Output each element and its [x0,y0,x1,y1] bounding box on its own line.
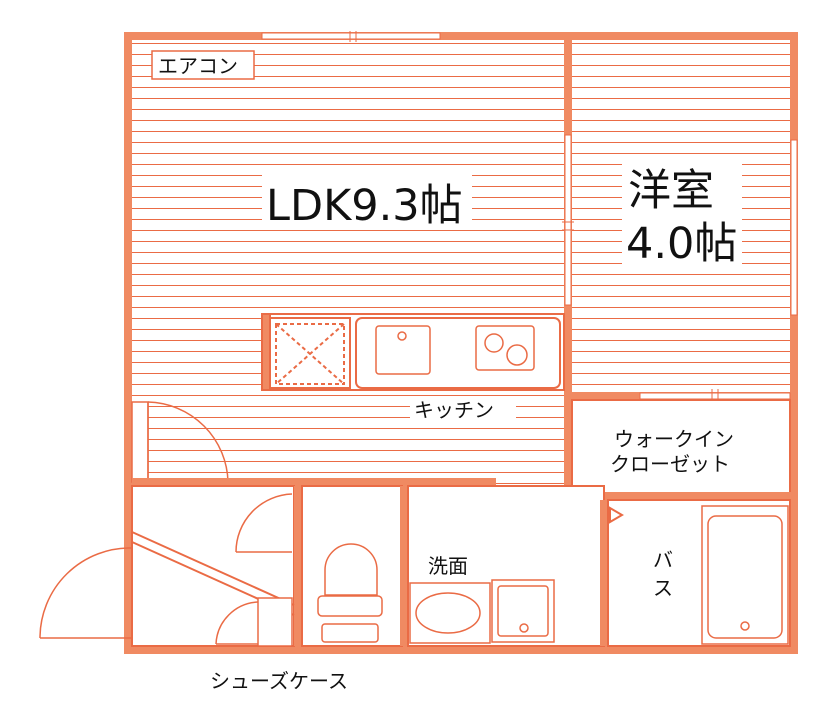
bath-label-line1: バ [653,548,673,572]
kitchen-label: キッチン [414,398,494,422]
walk-in-closet [571,399,791,499]
ldk-bottom-wall [132,478,496,486]
stove [475,325,535,371]
closet-label-line2: クローゼット [610,452,730,476]
wash-basin [409,582,491,644]
western-room-label-line2: 4.0帖 [626,219,737,269]
entrance-inner-door [235,493,293,553]
bathtub [701,505,789,645]
western-room-label-line1: 洋室 [628,166,714,216]
right-window [790,139,798,316]
aircon-label: エアコン [158,54,238,78]
washroom-label: 洗面 [428,554,468,578]
outer-walls [124,32,798,654]
bath-label-line2: ス [653,576,673,600]
shoe-case [215,597,293,647]
closet-label-line1: ウォークイン [614,427,734,451]
kitchen-sink [375,325,431,375]
top-window [261,31,441,42]
shoe-case-label: シューズケース [210,669,348,693]
toilet [317,543,383,643]
ldk-label: LDK9.3帖 [266,181,463,231]
washing-machine-pan [491,579,555,643]
front-door [39,547,133,639]
